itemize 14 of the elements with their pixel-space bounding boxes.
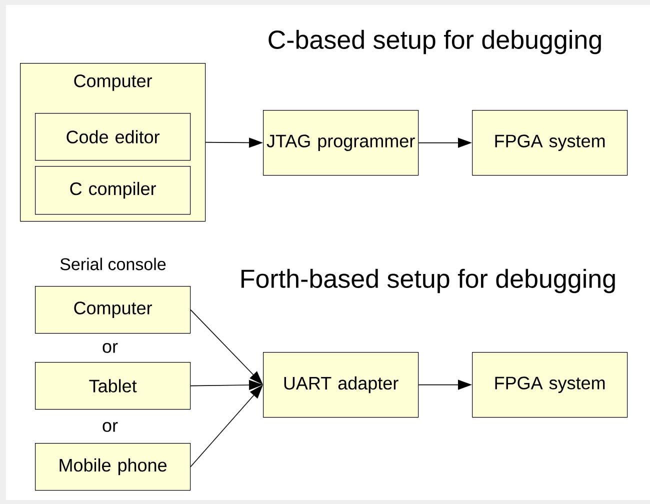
process-box: Tablet <box>35 362 191 410</box>
process-box: Computer <box>35 286 191 334</box>
process-box: FPGA system <box>472 352 628 418</box>
connector-word: or <box>102 422 118 432</box>
process-box: Mobile phone <box>35 443 191 491</box>
process-box: FPGA system <box>472 110 628 176</box>
process-box: Code editor <box>35 113 191 161</box>
heading: C-based setup for debugging <box>268 30 601 54</box>
process-box: C compiler <box>35 166 191 215</box>
caption: Serial console <box>60 258 166 270</box>
process-box: UART adapter <box>263 352 419 418</box>
connector-word: or <box>102 343 118 353</box>
heading: Forth-based setup for debugging <box>242 268 615 294</box>
process-box: JTAG programmer <box>263 110 419 176</box>
